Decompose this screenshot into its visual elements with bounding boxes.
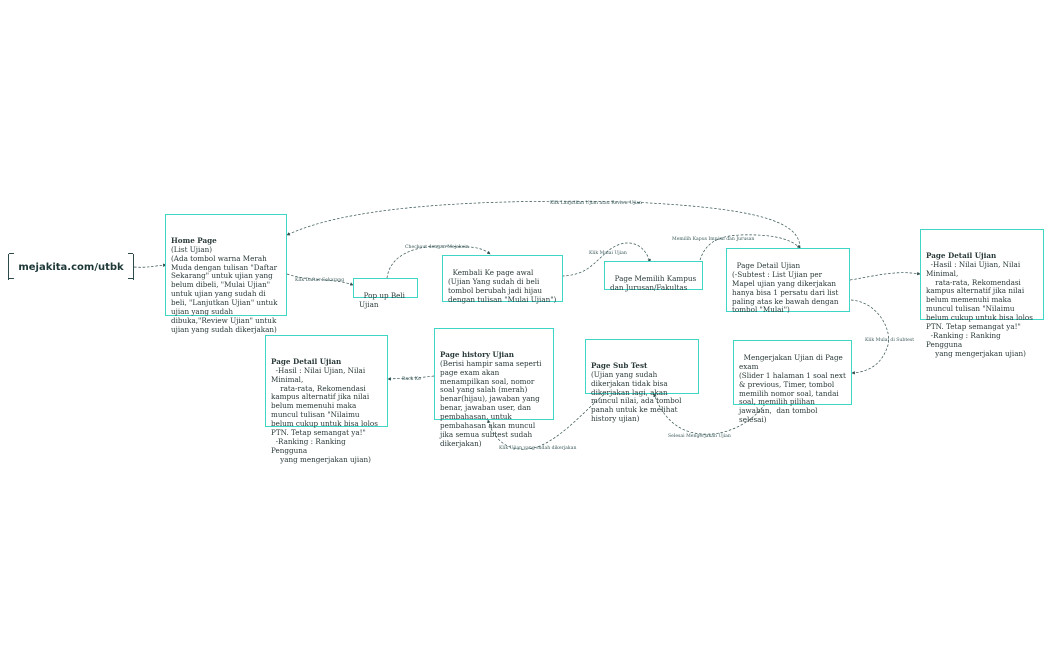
node-detail-right-body: -Hasil : Nilai Ujian, Nilai Minimal, rat… xyxy=(926,259,1033,358)
edge-label-kampus: Memilih Kapus Impian dan Jurusan xyxy=(672,236,754,242)
edge-history-left xyxy=(387,375,435,381)
edge-detail-mengerjakan xyxy=(850,299,890,375)
edge-subtest-history xyxy=(487,391,608,450)
edge-home-popup xyxy=(286,273,354,286)
node-detail-right[interactable]: Page Detail Ujian -Hasil : Nilai Ujian, … xyxy=(920,229,1044,358)
node-detail-subtest[interactable]: Page Detail Ujian (-Subtest : List Ujian… xyxy=(726,248,850,315)
edge-label-selesai: Selesai Mengerjakan Ujian xyxy=(668,433,731,439)
edge-label-lanjutkan: Klik Lanjutkan Ujian atau Review Ujian xyxy=(550,200,642,206)
edge-label-mulai: Klik Mulai Ujian xyxy=(589,250,627,256)
node-history[interactable]: Page history Ujian(Berisi hampir sama se… xyxy=(434,328,554,448)
node-detail-left-title: Page Detail Ujian xyxy=(271,356,342,366)
edge-label-daftar: Klik Daftar Sekarang xyxy=(295,277,344,283)
edge-label-history: Klik Ujian yang sudah dikerjakan xyxy=(499,445,576,451)
node-pilih-kampus[interactable]: Page Memilih Kampus dan Jurusan/Fakultas xyxy=(604,261,703,292)
node-mengerjakan[interactable]: Mengerjakan Ujian di Page exam (Slider 1… xyxy=(733,340,852,424)
edge-label-checkout: Checkout dengan Mejakoin xyxy=(405,244,469,250)
node-history-title: Page history Ujian xyxy=(440,349,515,359)
edge-mengerjakan-subtest xyxy=(653,393,766,435)
node-subtest-title: Page Sub Test xyxy=(591,360,648,370)
node-detail-left-body: -Hasil : Nilai Ujian, Nilai Minimal, rat… xyxy=(271,365,378,464)
node-kembali[interactable]: Kembali Ke page awal (Ujian Yang sudah d… xyxy=(442,255,563,304)
edge-detail-home xyxy=(286,200,801,249)
node-kembali-body: Kembali Ke page awal (Ujian Yang sudah d… xyxy=(448,267,557,304)
node-popup-body: Pop up Beli Ujian xyxy=(359,290,408,309)
edge-kampus-detail xyxy=(699,234,801,261)
edge-kembali-kampus xyxy=(561,242,651,277)
node-home-title: Home Page xyxy=(171,235,217,245)
node-popup-beli[interactable]: Pop up Beli Ujian xyxy=(353,278,418,309)
edge-popup-kembali xyxy=(386,245,491,279)
node-kampus-body: Page Memilih Kampus dan Jurusan/Fakultas xyxy=(610,273,699,292)
node-subtest[interactable]: Page Sub Test(Ujian yang sudah dikerjaka… xyxy=(585,339,699,423)
edge-label-back: Back Ke xyxy=(402,376,421,382)
node-home-page[interactable]: Home Page(List Ujian) (Ada tombol warna … xyxy=(165,214,287,334)
edge-label-subtest: Klik Mulai di Subtest xyxy=(865,337,914,343)
node-mengerjakan-body: Mengerjakan Ujian di Page exam (Slider 1… xyxy=(739,352,846,425)
root-label: mejakita.com/utbk xyxy=(18,261,124,273)
node-detail-left[interactable]: Page Detail Ujian -Hasil : Nilai Ujian, … xyxy=(265,335,388,464)
edge-root-home xyxy=(133,263,167,268)
node-detail-subtest-body: Page Detail Ujian (-Subtest : List Ujian… xyxy=(732,260,839,315)
root-node[interactable]: mejakita.com/utbk xyxy=(8,252,134,280)
edge-detail-right xyxy=(849,271,921,281)
node-detail-right-title: Page Detail Ujian xyxy=(926,250,997,260)
node-history-body: (Berisi hampir sama seperti page exam ak… xyxy=(440,358,544,448)
node-home-body: (List Ujian) (Ada tombol warna Merah Mud… xyxy=(171,244,278,334)
node-subtest-body: (Ujian yang sudah dikerjakan tidak bisa … xyxy=(591,369,684,424)
